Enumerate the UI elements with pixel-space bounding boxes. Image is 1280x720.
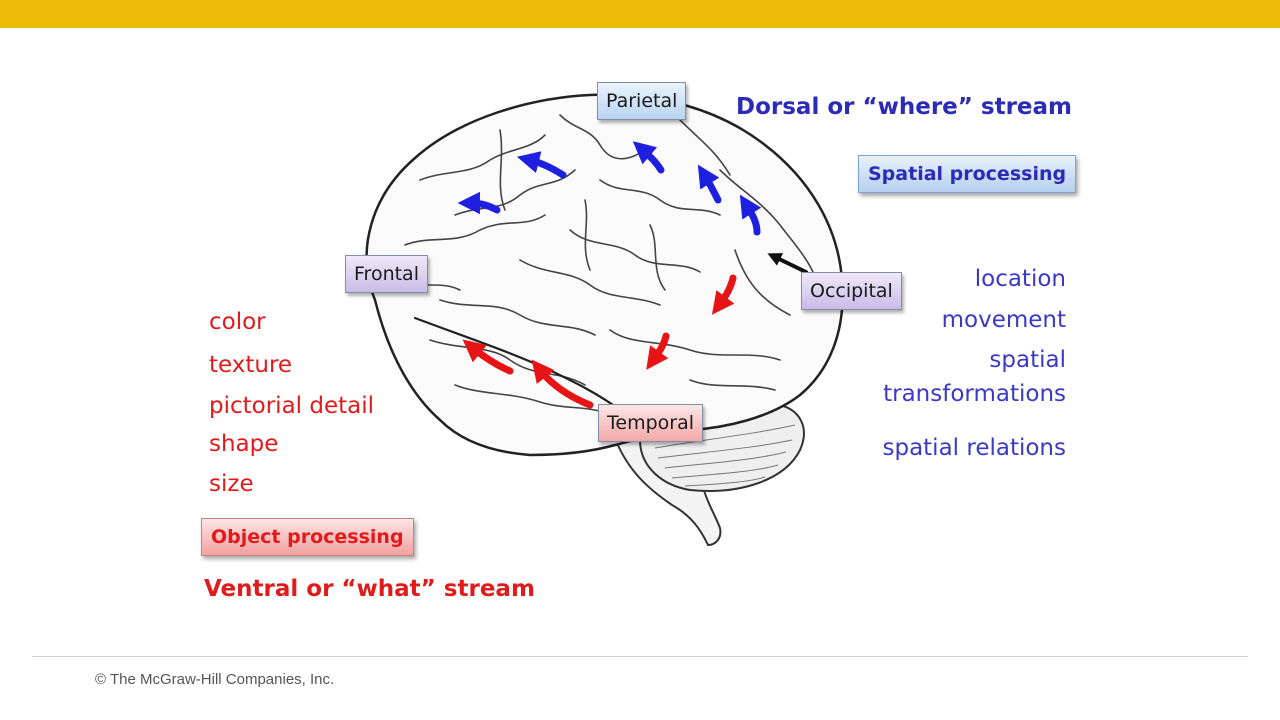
occipital-lobe-label: Occipital bbox=[801, 272, 902, 310]
ventral-feature-color: color bbox=[209, 309, 266, 335]
ventral-stream-arrows bbox=[462, 274, 737, 409]
occipital-pointer-arrow bbox=[767, 253, 808, 274]
dorsal-feature-movement: movement bbox=[941, 307, 1066, 333]
dorsal-stream-arrows bbox=[457, 141, 762, 236]
dorsal-feature-spatial-relations: spatial relations bbox=[882, 435, 1066, 461]
parietal-lobe-label: Parietal bbox=[597, 82, 687, 120]
dorsal-feature-transformations: transformations bbox=[883, 381, 1066, 407]
ventral-feature-shape: shape bbox=[209, 431, 279, 457]
footer-divider bbox=[32, 656, 1248, 657]
frontal-lobe-label: Frontal bbox=[345, 255, 428, 293]
ventral-feature-texture: texture bbox=[209, 352, 293, 378]
cerebrum bbox=[365, 93, 844, 457]
dorsal-feature-location: location bbox=[974, 266, 1066, 292]
ventral-stream-title: Ventral or “what” stream bbox=[204, 576, 535, 602]
ventral-feature-size: size bbox=[209, 471, 254, 497]
spatial-processing-box: Spatial processing bbox=[858, 155, 1077, 193]
copyright-text: © The McGraw-Hill Companies, Inc. bbox=[95, 671, 335, 688]
object-processing-box: Object processing bbox=[201, 518, 414, 556]
temporal-lobe-label: Temporal bbox=[598, 404, 703, 442]
brainstem bbox=[611, 429, 722, 547]
dorsal-stream-title: Dorsal or “where” stream bbox=[736, 94, 1073, 120]
dorsal-feature-spatial: spatial bbox=[989, 347, 1066, 373]
ventral-feature-pictorial-detail: pictorial detail bbox=[209, 393, 375, 419]
top-accent-bar bbox=[0, 0, 1280, 28]
